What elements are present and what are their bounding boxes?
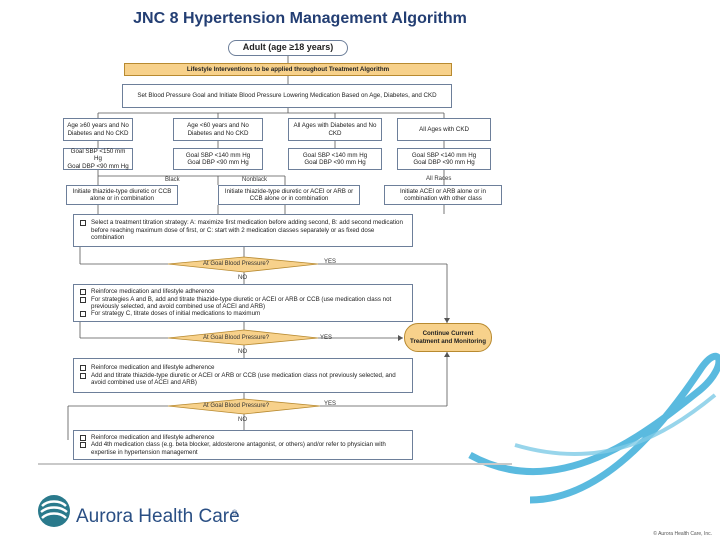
decision-label-1: At Goal Blood Pressure?	[203, 261, 270, 267]
group-box-3: All Ages with Diabetes and No CKD	[288, 118, 382, 141]
goal-box-1: Goal SBP <150 mm Hg Goal DBP <90 mm Hg	[63, 148, 133, 170]
adult-label: Adult (age ≥18 years)	[242, 42, 334, 53]
goal-label: Goal SBP <150 mm Hg Goal DBP <90 mm Hg	[67, 147, 129, 170]
continue-label: Continue Current Treatment and Monitorin…	[410, 330, 486, 345]
step3-item: Reinforce medication and lifestyle adher…	[80, 434, 406, 442]
decision-label-2: At Goal Blood Pressure?	[203, 335, 270, 341]
goal-box-4: Goal SBP <140 mm Hg Goal DBP <90 mm Hg	[397, 148, 491, 170]
goal-label: Goal SBP <140 mm Hg Goal DBP <90 mm Hg	[185, 151, 251, 166]
group-label: All Ages with CKD	[419, 125, 469, 133]
step2-box: Reinforce medication and lifestyle adher…	[73, 358, 413, 393]
strategy-box: Select a treatment titration strategy: A…	[73, 214, 413, 247]
no-label-1: NO	[238, 275, 247, 281]
race-black-label: Black	[165, 177, 180, 183]
initiate-label: Initiate thiazide-type diuretic or ACEI …	[224, 187, 354, 202]
group-box-1: Age ≥60 years and No Diabetes and No CKD	[63, 118, 133, 141]
step3-item: Add 4th medication class (e.g. beta bloc…	[80, 441, 406, 456]
initiate-label: Initiate thiazide-type diuretic or CCB a…	[72, 187, 172, 202]
group-label: All Ages with Diabetes and No CKD	[293, 122, 377, 137]
set-goal-label: Set Blood Pressure Goal and Initiate Blo…	[137, 92, 437, 100]
step3-box: Reinforce medication and lifestyle adher…	[73, 430, 413, 460]
decision-diamond-2	[167, 329, 319, 346]
group-label: Age <60 years and No Diabetes and No CKD	[187, 122, 249, 137]
decision-diamond-1	[167, 256, 319, 273]
yes-label-2: YES	[320, 335, 333, 341]
adult-box: Adult (age ≥18 years)	[228, 40, 348, 56]
group-label: Age ≥60 years and No Diabetes and No CKD	[67, 122, 129, 137]
divider-bar	[38, 463, 512, 465]
goal-box-3: Goal SBP <140 mm Hg Goal DBP <90 mm Hg	[288, 148, 382, 170]
no-label-3: NO	[238, 417, 247, 423]
goal-box-2: Goal SBP <140 mm Hg Goal DBP <90 mm Hg	[173, 148, 263, 170]
yes-label-3: YES	[324, 401, 337, 407]
aurora-logo-icon	[38, 495, 70, 527]
strategy-text: Select a treatment titration strategy: A…	[80, 219, 406, 241]
step1-box: Reinforce medication and lifestyle adher…	[73, 284, 413, 322]
registered-mark: ®	[232, 510, 238, 517]
page-title: JNC 8 Hypertension Management Algorithm	[133, 10, 467, 27]
logo-text: Aurora Health Care	[76, 506, 240, 527]
initiate-box-1: Initiate thiazide-type diuretic or CCB a…	[66, 185, 178, 205]
continue-box: Continue Current Treatment and Monitorin…	[404, 323, 492, 352]
group-box-2: Age <60 years and No Diabetes and No CKD	[173, 118, 263, 141]
set-goal-box: Set Blood Pressure Goal and Initiate Blo…	[122, 84, 452, 108]
step1-item: For strategies A and B, add and titrate …	[80, 296, 406, 311]
step2-item: Reinforce medication and lifestyle adher…	[80, 364, 406, 372]
initiate-label: Initiate ACEI or ARB alone or in combina…	[400, 187, 486, 202]
goal-label: Goal SBP <140 mm Hg Goal DBP <90 mm Hg	[302, 151, 368, 166]
lifestyle-box: Lifestyle Interventions to be applied th…	[124, 63, 452, 76]
decision-label-3: At Goal Blood Pressure?	[203, 403, 270, 409]
lifestyle-label: Lifestyle Interventions to be applied th…	[186, 65, 390, 73]
step1-item: Reinforce medication and lifestyle adher…	[80, 288, 406, 296]
initiate-box-2: Initiate thiazide-type diuretic or ACEI …	[218, 185, 360, 205]
step1-item: For strategy C, titrate doses of initial…	[80, 310, 406, 318]
race-all-label: All Races	[426, 176, 452, 182]
no-label-2: NO	[238, 349, 247, 355]
copyright-text: © Aurora Health Care, Inc.	[653, 531, 712, 537]
decision-diamond-3	[167, 398, 321, 415]
race-nonblack-label: Nonblack	[242, 177, 268, 183]
goal-label: Goal SBP <140 mm Hg Goal DBP <90 mm Hg	[411, 151, 477, 166]
group-box-4: All Ages with CKD	[397, 118, 491, 141]
yes-label-1: YES	[324, 259, 337, 265]
step2-item: Add and titrate thiazide-type diuretic o…	[80, 372, 406, 387]
initiate-box-3: Initiate ACEI or ARB alone or in combina…	[384, 185, 502, 205]
